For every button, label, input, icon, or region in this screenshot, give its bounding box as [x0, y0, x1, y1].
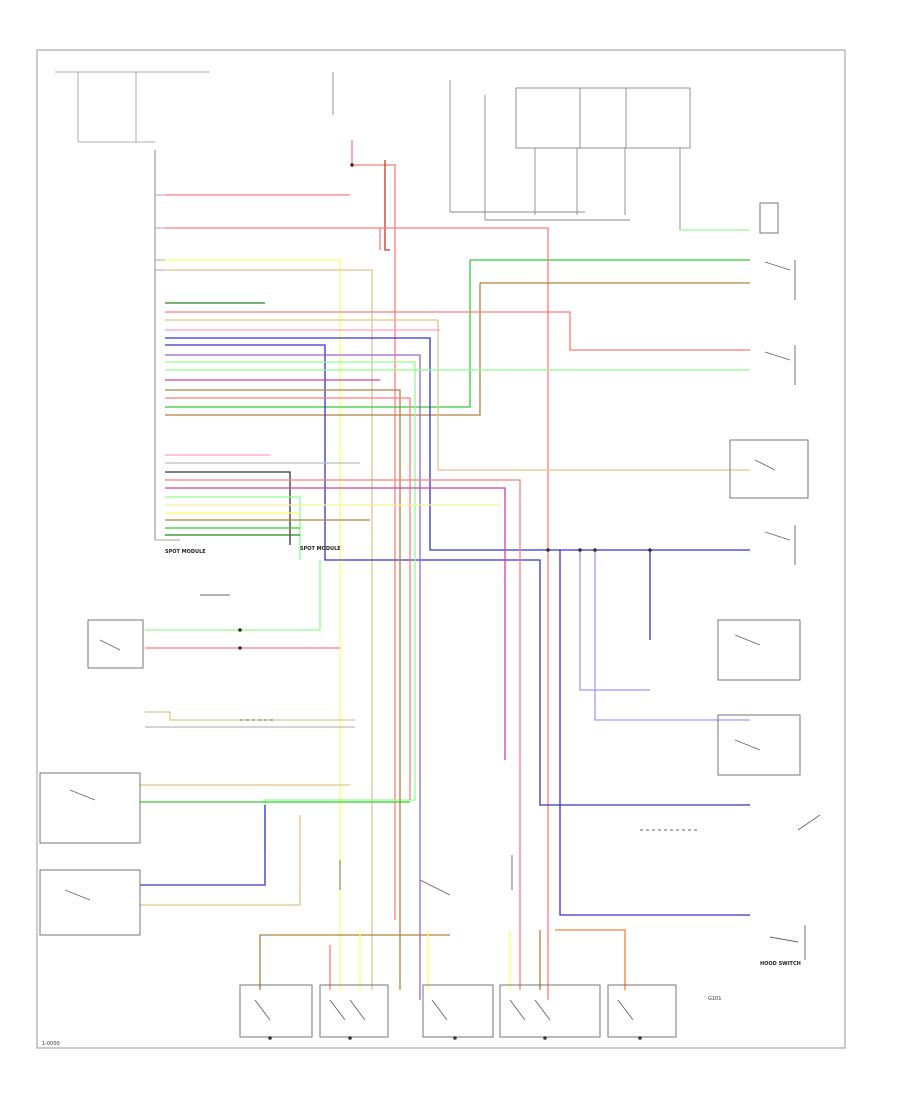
footer-code: 1-0000 [42, 1041, 60, 1047]
wires [140, 140, 750, 1000]
connector-label-bottom-left: SPOT MODULE [300, 546, 341, 552]
relay-box-top [332, 72, 691, 230]
left-components [39, 594, 275, 936]
connector-pins [155, 194, 180, 541]
right-switches [640, 202, 821, 960]
fuse-group-top-left [55, 71, 210, 143]
hood-switch-label: HOOD SWITCH [760, 961, 801, 967]
diagram-frame [36, 49, 846, 1049]
ground-label: G101 [708, 996, 721, 1002]
bottom-switches [239, 855, 677, 1038]
connector-label-left: SPOT MODULE [165, 549, 206, 555]
junction-dots [238, 163, 652, 1040]
